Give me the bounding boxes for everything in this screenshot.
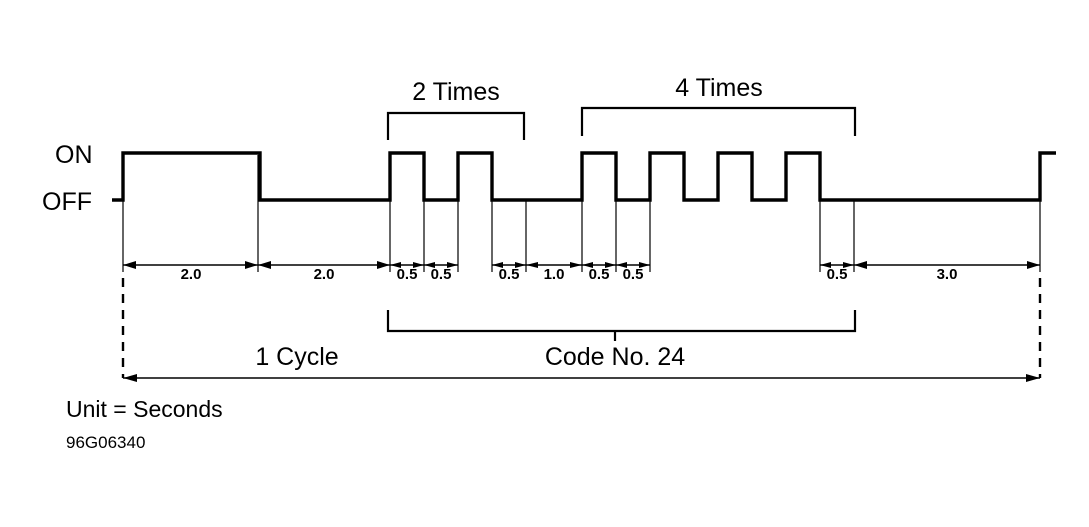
axis-label-off: OFF [42,188,92,216]
dimension-lines: 2.0 2.0 0.5 0.5 0.5 1.0 [123,261,1040,283]
arrow-3b [413,262,424,268]
label-code-no: Code No. 24 [545,343,685,371]
bracket-code-no [386,310,857,333]
arrow-6b [570,262,582,268]
dim-label-4: 0.5 [431,266,452,283]
arrow-2a [258,261,271,269]
arrow-6a [526,262,538,268]
cycle-arrow-right [1026,374,1040,382]
arrow-4b [447,262,458,268]
arrow-5b [515,262,526,268]
label-1-cycle: 1 Cycle [255,343,338,371]
dim-label-6: 1.0 [544,266,565,283]
cycle-arrow-left [123,374,137,382]
dim-label-3: 0.5 [397,266,418,283]
dim-label-2: 2.0 [314,266,335,283]
arrow-9a [820,262,831,268]
arrow-1a [123,261,136,269]
dim-label-8: 0.5 [623,266,644,283]
dim-label-1: 2.0 [181,266,202,283]
label-4-times: 4 Times [675,74,763,102]
label-2-times: 2 Times [412,78,500,106]
arrow-10b [1027,261,1040,269]
arrow-10a [854,261,867,269]
note-unit-seconds: Unit = Seconds [66,396,223,422]
dim-label-7: 0.5 [589,266,610,283]
arrow-2b [377,261,390,269]
waveform-trace [112,151,1056,202]
dim-label-10: 3.0 [937,266,958,283]
figure-id-code: 96G06340 [66,433,145,452]
bracket-2-times [386,111,526,140]
arrow-1b [245,261,258,269]
dim-label-9: 0.5 [827,266,848,283]
axis-label-on: ON [55,141,93,169]
arrow-4a [424,262,435,268]
arrow-8a [616,262,627,268]
dim-label-5: 0.5 [499,266,520,283]
arrow-9b [843,262,854,268]
arrow-7b [605,262,616,268]
arrow-8b [639,262,650,268]
bracket-4-times [580,106,857,136]
arrow-5a [492,262,503,268]
arrow-3a [390,262,401,268]
dimension-extension-lines [122,155,1041,272]
arrow-7a [582,262,593,268]
